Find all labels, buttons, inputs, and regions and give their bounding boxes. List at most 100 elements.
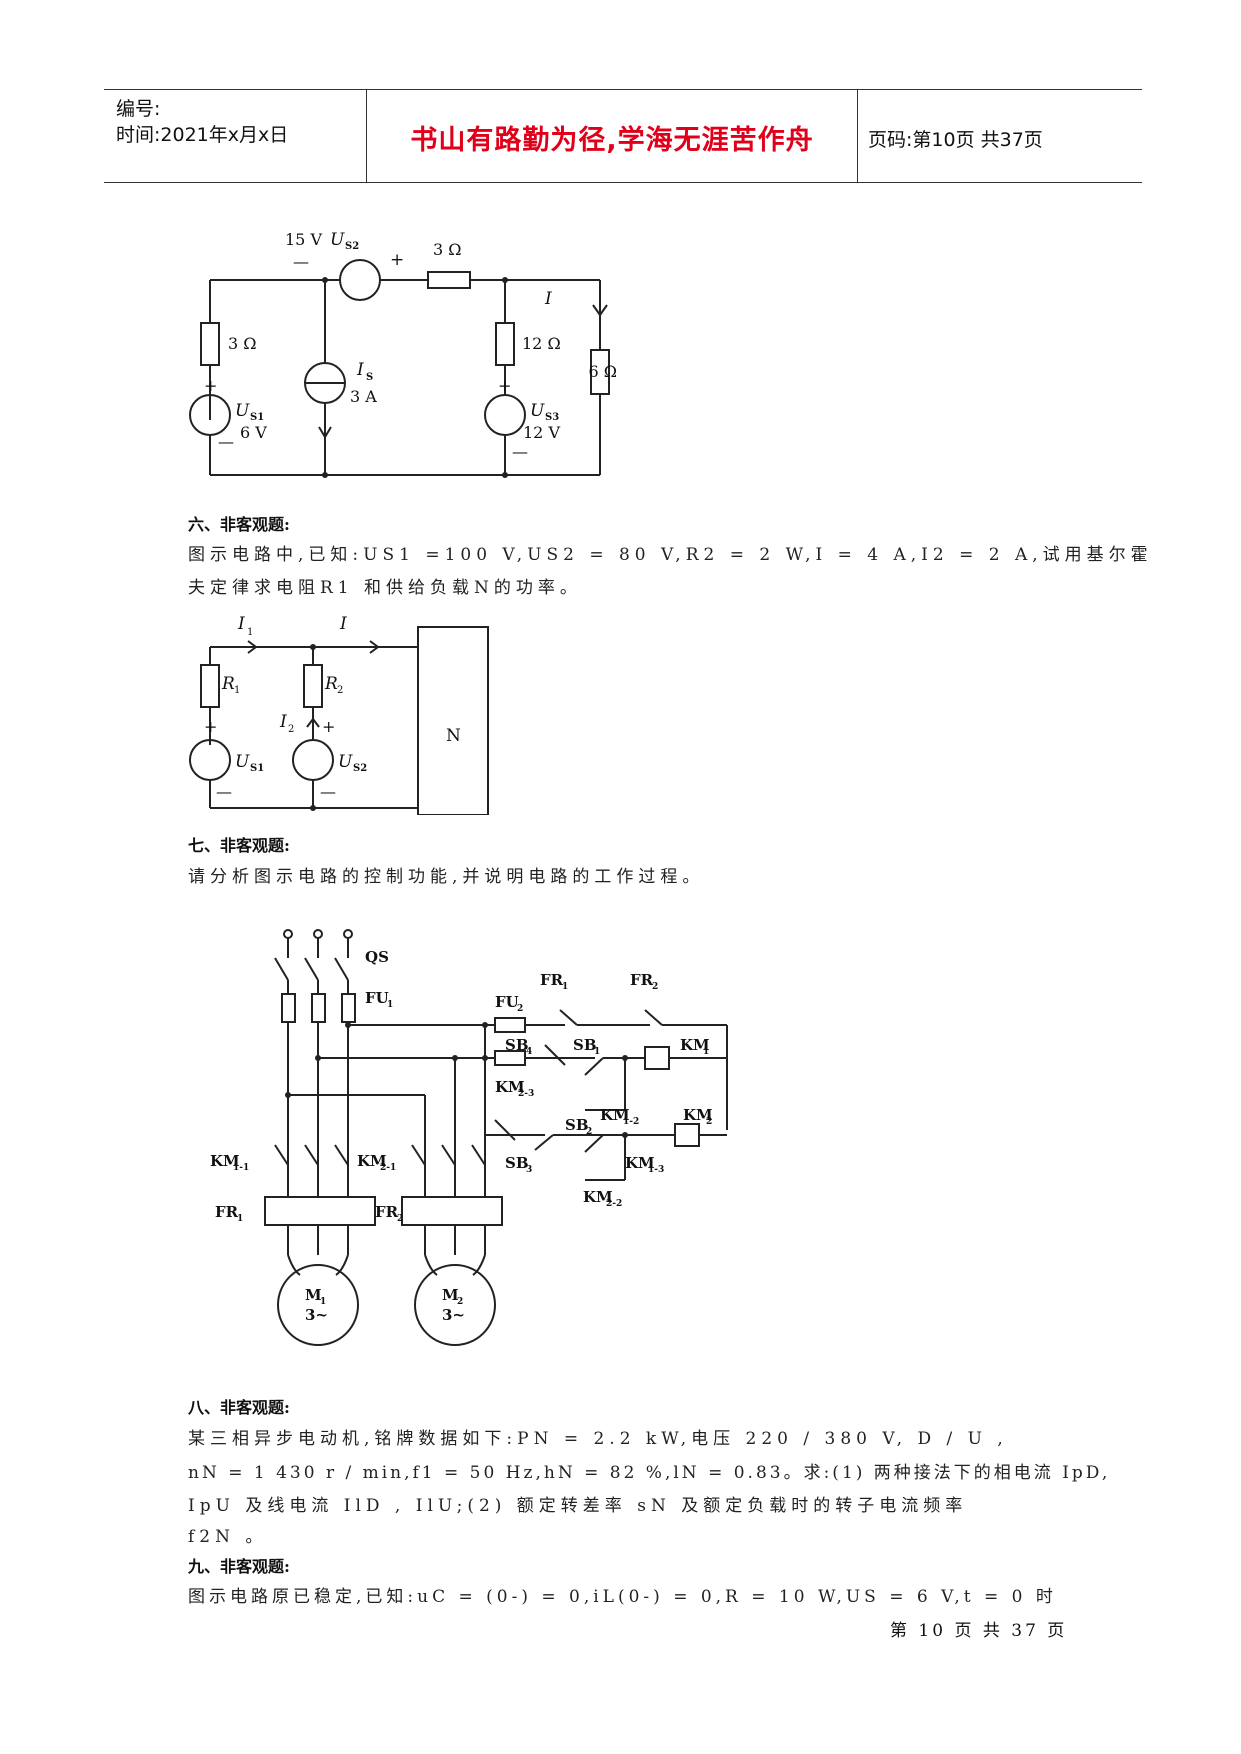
fig3-km23-sub: 2-3: [518, 1089, 534, 1099]
fig1-us3-sub: S3: [545, 412, 559, 423]
fig3-sb3-sub: 3: [526, 1165, 532, 1175]
circuit-figure-1: 15 V U S2 — + 3 Ω I 3 Ω + U S1 6 V — I S…: [189, 230, 617, 478]
fig3-qs: QS: [365, 948, 389, 966]
fig2-i2: I: [279, 712, 287, 732]
control-circuit-figure-3: QS FU 1 FU 2 FR 1 FR 2 SB 4 SB 1 KM 1 KM…: [210, 929, 728, 1346]
fig1-r-right: 6 Ω: [588, 362, 617, 381]
fig1-current-i: I: [544, 289, 552, 309]
fig3-km22: KM: [583, 1188, 613, 1206]
fig1-label-15v: 15 V: [285, 230, 322, 249]
header-center-cell: 书山有路勤为径,学海无涯苦作舟: [367, 90, 858, 182]
fig3-m2: M: [442, 1286, 459, 1304]
fig3-km11-sub: 1-1: [233, 1163, 249, 1173]
fig3-m1: M: [305, 1286, 322, 1304]
fig1-us1-val: 6 V: [240, 423, 267, 442]
fig2-i1-sub: 1: [247, 627, 253, 638]
fig3-m2-phase: 3~: [442, 1306, 465, 1324]
fig2-r2-sub: 2: [337, 685, 343, 696]
fig3-sb4: SB: [505, 1036, 529, 1054]
fig3-m1-phase: 3~: [305, 1306, 328, 1324]
fig3-fr1-sub: 1: [237, 1214, 243, 1224]
section-9-title: 九、非客观题:: [188, 1557, 290, 1576]
section-8-line-1: 某三相异步电动机,铭牌数据如下:PN = 2.2 kW,电压 220 / 380…: [188, 1429, 1008, 1449]
fig1-us2-minus: —: [293, 252, 309, 271]
fig3-fu2: FU: [495, 993, 519, 1011]
section-7-line-1: 请分析图示电路的控制功能,并说明电路的工作过程。: [188, 867, 705, 887]
fig1-label-us2: U: [330, 230, 345, 250]
section-7-title: 七、非客观题:: [188, 836, 290, 855]
fig1-r-mid: 12 Ω: [522, 334, 561, 353]
fig2-i: I: [339, 614, 347, 634]
fig3-fr1-top-sub: 1: [562, 982, 568, 992]
fig2-load-n: N: [446, 726, 461, 746]
fig2-r1-sub: 1: [234, 685, 240, 696]
fig2-us1-sub: S1: [250, 763, 264, 774]
fig1-us3-plus: +: [498, 376, 511, 395]
fig1-us1-label: U: [235, 401, 250, 421]
fig3-sb1-sub: 1: [594, 1047, 600, 1057]
section-6-title: 六、非客观题:: [188, 515, 290, 534]
section-8-line-4: f2N 。: [188, 1527, 268, 1547]
fig3-m1-sub: 1: [320, 1297, 326, 1307]
fig3-fr2-top: FR: [630, 971, 654, 989]
section-8-title: 八、非客观题:: [188, 1398, 290, 1417]
fig3-sb2: SB: [565, 1116, 589, 1134]
fig3-km2-sub: 2: [706, 1117, 712, 1127]
fig3-sb4-sub: 4: [526, 1047, 532, 1057]
header-right-cell: 页码:第10页 共37页: [858, 90, 1142, 182]
fig3-km1: KM: [680, 1036, 710, 1054]
circuit-figure-2: I 1 I R 1 R 2 + I 2 + U S1 U S2 — — N: [189, 614, 489, 815]
fig3-fu1: FU: [365, 989, 389, 1007]
fig3-km12: KM: [600, 1106, 630, 1124]
fig3-km13-sub: 1-3: [648, 1165, 664, 1175]
fig2-us2-sub: S2: [353, 763, 367, 774]
fig3-km11: KM: [210, 1152, 240, 1170]
fig2-i2-sub: 2: [288, 724, 294, 735]
fig3-sb2-sub: 2: [586, 1127, 592, 1137]
fig1-label-us2-sub: S2: [345, 241, 359, 252]
page-footer: 第 10 页 共 37 页: [890, 1621, 1068, 1641]
fig3-km2: KM: [683, 1106, 713, 1124]
fig3-fu1-sub: 1: [387, 1000, 393, 1010]
fig2-us2-minus: —: [320, 782, 336, 801]
fig3-sb3: SB: [505, 1154, 529, 1172]
fig3-km21: KM: [357, 1152, 387, 1170]
doc-time-label: 时间:2021年x月x日: [116, 124, 289, 146]
fig1-us1-minus: —: [218, 432, 234, 451]
fig3-km23: KM: [495, 1078, 525, 1096]
fig2-us2-plus: +: [322, 717, 335, 736]
fig1-us2-plus: +: [390, 250, 404, 270]
fig1-is-label: I: [356, 360, 364, 380]
section-8-line-2: nN = 1 430 r / min,f1 = 50 Hz,hN = 82 %,…: [188, 1463, 1111, 1483]
fig3-km22-sub: 2-2: [606, 1199, 622, 1209]
fig2-us1-plus: +: [204, 717, 217, 736]
fig1-us3-label: U: [530, 401, 545, 421]
fig1-r-top: 3 Ω: [433, 240, 462, 259]
fig1-us1-sub: S1: [250, 412, 264, 423]
section-9-line-1: 图示电路原已稳定,已知:uC = (0-) = 0,iL(0-) = 0,R =…: [188, 1587, 1057, 1607]
fig3-km21-sub: 2-1: [380, 1163, 396, 1173]
header-motto: 书山有路勤为径,学海无涯苦作舟: [410, 125, 814, 156]
fig1-us3-minus: —: [512, 442, 528, 461]
fig2-us1-minus: —: [216, 782, 232, 801]
fig1-is-val: 3 A: [350, 387, 377, 406]
fig3-fr1-top: FR: [540, 971, 564, 989]
fig3-m2-sub: 2: [457, 1297, 463, 1307]
section-6-line-1: 图示电路中,已知:US1 =100 V,US2 = 80 V,R2 = 2 W,…: [188, 545, 1153, 565]
header-page-label: 页码:第10页 共37页: [868, 129, 1043, 151]
fig2-us1: U: [235, 752, 250, 772]
fig2-r2: R: [324, 674, 338, 694]
fig3-fr2-sub: 2: [397, 1214, 403, 1224]
fig2-r1: R: [221, 674, 235, 694]
header-left-cell: 编号: 时间:2021年x月x日: [104, 90, 367, 182]
fig3-fr2: FR: [375, 1203, 399, 1221]
fig2-us2: U: [338, 752, 353, 772]
fig1-r-left: 3 Ω: [228, 334, 257, 353]
section-8-line-3: IpU 及线电流 IlD , IlU;(2) 额定转差率 sN 及额定负载时的转…: [188, 1496, 968, 1516]
fig3-fr2-top-sub: 2: [652, 982, 658, 992]
fig3-fr1: FR: [215, 1203, 239, 1221]
fig3-km1-sub: 1: [703, 1047, 709, 1057]
fig3-km12-sub: 1-2: [623, 1117, 639, 1127]
section-6-line-2: 夫定律求电阻R1 和供给负载N的功率。: [188, 578, 582, 598]
